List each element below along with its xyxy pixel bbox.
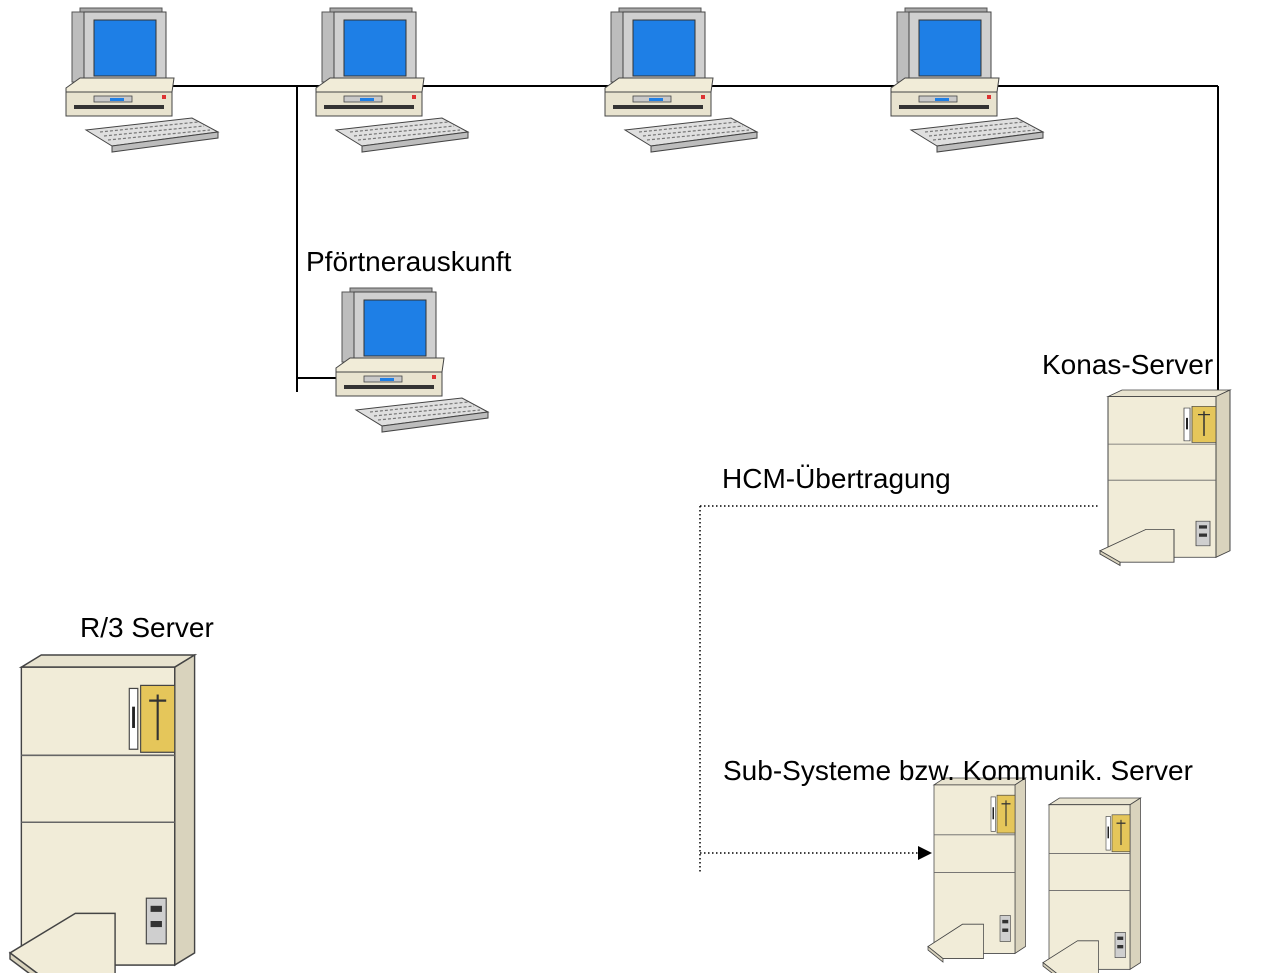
r3-server-label: R/3 Server (80, 612, 214, 643)
gatekeeper-computer-icon (335, 287, 489, 433)
hcm-transfer-path (699, 505, 1100, 872)
subsystems-label: Sub-Systeme bzw. Kommunik. Server (723, 755, 1193, 786)
arrowhead-icon (918, 846, 932, 860)
gatekeeper-label: Pförtnerauskunft (306, 246, 512, 277)
konas-server-icon (1099, 389, 1231, 567)
desktop-computer-icon (65, 7, 219, 153)
r3-server-icon (8, 653, 196, 973)
sub-system-server-icon (927, 777, 1027, 963)
desktop-computer-icon (315, 7, 469, 153)
konas-server-label: Konas-Server (1042, 349, 1214, 380)
desktop-computer-icon (604, 7, 758, 153)
sub-system-server-icon (1042, 797, 1142, 973)
desktop-computer-icon (890, 7, 1044, 153)
hcm-transfer-label: HCM-Übertragung (722, 463, 951, 494)
